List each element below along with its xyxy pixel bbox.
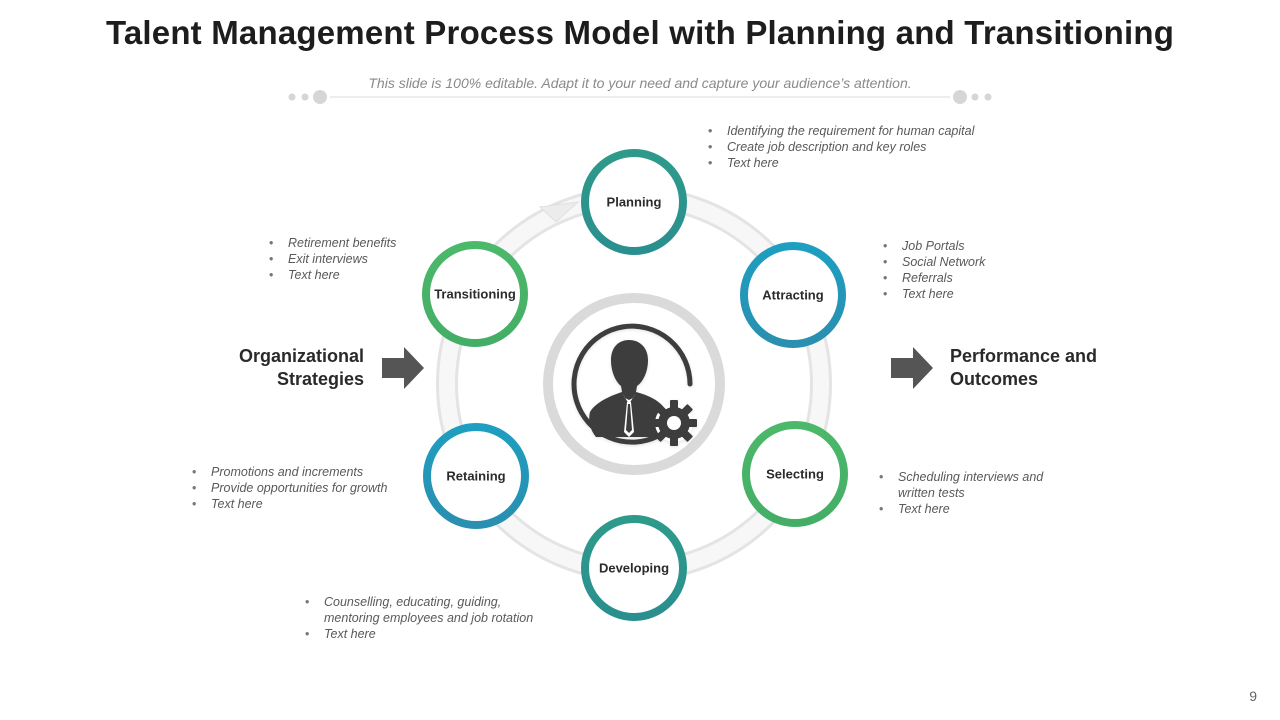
stage-node-selecting xyxy=(742,421,848,527)
slide-title: Talent Management Process Model with Pla… xyxy=(105,14,1175,51)
bullet-item: Text here xyxy=(879,501,1069,517)
business-person-with-gear-icon xyxy=(571,323,697,446)
retaining-bullets: Promotions and increments Provide opport… xyxy=(192,464,422,512)
bullet-item: Job Portals xyxy=(883,238,1083,254)
bullet-item: Create job description and key roles xyxy=(708,139,1008,155)
planning-bullets: Identifying the requirement for human ca… xyxy=(708,123,1008,171)
divider-dot xyxy=(301,93,309,101)
bullet-item: Text here xyxy=(708,155,1008,171)
bullet-item: Scheduling interviews and written tests xyxy=(879,469,1069,501)
performance-outcomes-label: Performance and Outcomes xyxy=(950,346,1098,389)
bullet-item: Provide opportunities for growth xyxy=(192,480,422,496)
attracting-bullets: Job Portals Social Network Referrals Tex… xyxy=(883,238,1083,302)
stage-label-attracting: Attracting xyxy=(762,287,824,303)
stage-node-attracting xyxy=(740,242,846,348)
bullet-item: Exit interviews xyxy=(269,251,429,267)
bullet-item: Text here xyxy=(305,626,553,642)
stage-label-developing: Developing xyxy=(598,560,670,576)
bullet-item: Retirement benefits xyxy=(269,235,429,251)
left-input-arrow xyxy=(382,347,424,389)
stage-node-developing xyxy=(581,515,687,621)
stage-node-transitioning xyxy=(422,241,528,347)
bullet-item: Social Network xyxy=(883,254,1083,270)
bullet-item: Counselling, educating, guiding, mentori… xyxy=(305,594,553,626)
bullet-item: Text here xyxy=(192,496,422,512)
subtitle-divider xyxy=(288,90,992,104)
page-number: 9 xyxy=(1249,688,1257,704)
stage-label-transitioning: Transitioning xyxy=(434,286,516,302)
divider-dot xyxy=(288,93,296,101)
stage-node-planning xyxy=(581,149,687,255)
bullet-item: Text here xyxy=(883,286,1083,302)
stage-label-planning: Planning xyxy=(606,194,662,210)
stage-label-retaining: Retaining xyxy=(446,468,506,484)
bullet-item: Identifying the requirement for human ca… xyxy=(708,123,1008,139)
bullet-item: Referrals xyxy=(883,270,1083,286)
developing-bullets: Counselling, educating, guiding, mentori… xyxy=(305,594,553,642)
selecting-bullets: Scheduling interviews and written tests … xyxy=(879,469,1069,517)
cycle-arrowhead xyxy=(538,201,580,223)
right-output-arrow xyxy=(891,347,933,389)
bullet-item: Promotions and increments xyxy=(192,464,422,480)
bullet-item: Text here xyxy=(269,267,429,283)
divider-dot xyxy=(984,93,992,101)
stage-node-retaining xyxy=(423,423,529,529)
organizational-strategies-label: Organizational Strategies xyxy=(238,346,364,389)
slide-subtitle: This slide is 100% editable. Adapt it to… xyxy=(368,75,912,91)
transitioning-bullets: Retirement benefits Exit interviews Text… xyxy=(269,235,429,283)
divider-dot xyxy=(971,93,979,101)
divider-dot xyxy=(953,90,967,104)
stage-label-selecting: Selecting xyxy=(766,466,824,482)
divider-dot xyxy=(313,90,327,104)
